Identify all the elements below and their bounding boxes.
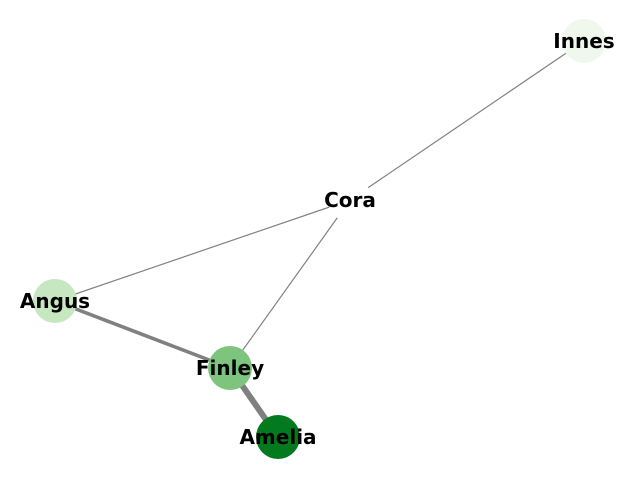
node-label-cora: Cora	[324, 188, 376, 212]
node-amelia	[256, 415, 300, 459]
node-label-amelia: Amelia	[239, 425, 316, 449]
node-label-finley: Finley	[196, 356, 264, 380]
edge-innes-cora	[349, 40, 585, 201]
node-layer	[33, 19, 606, 459]
node-innes	[562, 19, 606, 63]
node-angus	[33, 279, 77, 323]
edge-cora-angus	[54, 199, 351, 302]
node-cora	[328, 178, 372, 222]
edge-layer	[54, 40, 585, 439]
node-label-angus: Angus	[20, 289, 90, 313]
node-label-innes: Innes	[553, 29, 614, 53]
node-finley	[208, 346, 252, 390]
edge-cora-finley	[229, 199, 351, 369]
edge-angus-finley	[54, 299, 231, 370]
